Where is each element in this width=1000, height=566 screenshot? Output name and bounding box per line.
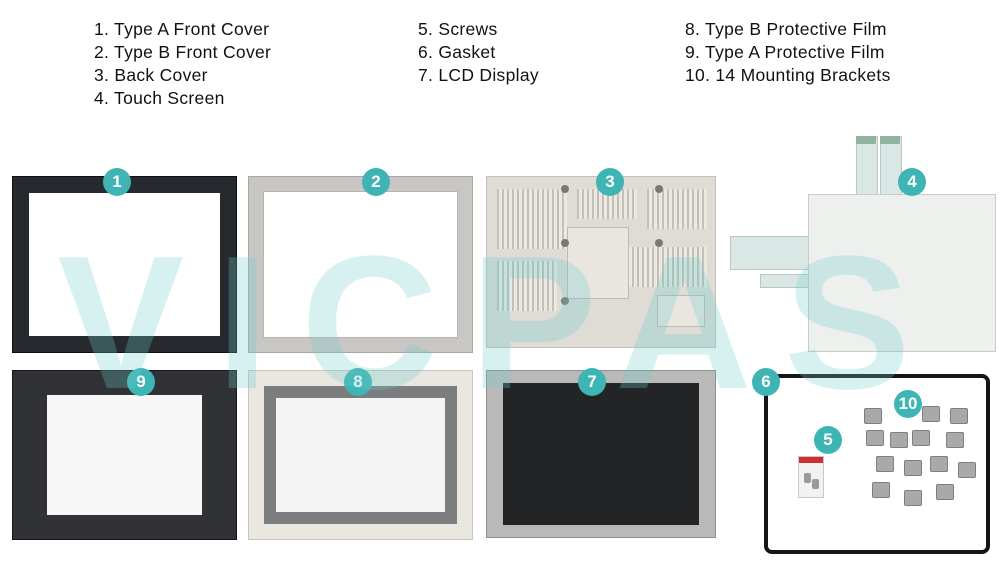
screw: [812, 479, 819, 489]
badge-8: 8: [344, 368, 372, 396]
screw-hole: [655, 239, 663, 247]
front-cover-window: [29, 193, 220, 336]
mounting-bracket: [876, 456, 894, 472]
flex-cable: [730, 236, 812, 270]
film-border: [264, 386, 457, 524]
mounting-bracket: [950, 408, 968, 424]
screw-hole: [561, 297, 569, 305]
mounting-bracket: [904, 490, 922, 506]
back-cover-image: [486, 176, 716, 348]
screws-bag-image: [798, 456, 824, 498]
legend-item: 2. Type B Front Cover: [94, 42, 272, 62]
legend-item: 8. Type B Protective Film: [685, 19, 887, 39]
flex-cable-tail: [880, 136, 900, 144]
legend-item: 7. LCD Display: [418, 65, 539, 85]
vent-grille: [497, 189, 567, 249]
mounting-bracket: [922, 406, 940, 422]
mounting-bracket: [930, 456, 948, 472]
badge-6: 6: [752, 368, 780, 396]
flex-cable-tail: [856, 136, 876, 144]
screw-hole: [561, 239, 569, 247]
type-a-front-cover-image: [12, 176, 237, 353]
touch-panel: [808, 194, 996, 352]
type-a-protective-film-image: [12, 370, 237, 540]
legend-item: 10. 14 Mounting Brackets: [685, 65, 891, 85]
flex-cable: [856, 136, 878, 198]
legend-item: 9. Type A Protective Film: [685, 42, 885, 62]
front-cover-window: [263, 191, 458, 338]
mounting-bracket: [946, 432, 964, 448]
type-b-front-cover-image: [248, 176, 473, 353]
legend-column-1: 1. Type A Front Cover 2. Type B Front Co…: [94, 18, 271, 110]
mounting-bracket: [872, 482, 890, 498]
mounting-bracket: [890, 432, 908, 448]
back-plate: [567, 227, 629, 299]
mounting-bracket: [904, 460, 922, 476]
screw-hole: [655, 185, 663, 193]
flex-cable: [760, 274, 812, 288]
legend-column-2: 5. Screws 6. Gasket 7. LCD Display: [418, 18, 539, 87]
screw-hole: [561, 185, 569, 193]
legend-item: 4. Touch Screen: [94, 88, 225, 108]
lcd-display-image: [486, 370, 716, 538]
badge-4: 4: [898, 168, 926, 196]
badge-10: 10: [894, 390, 922, 418]
mounting-bracket: [936, 484, 954, 500]
back-plate: [657, 295, 705, 327]
touch-screen-image: [730, 136, 996, 352]
badge-3: 3: [596, 168, 624, 196]
legend-item: 1. Type A Front Cover: [94, 19, 270, 39]
mounting-bracket: [866, 430, 884, 446]
badge-7: 7: [578, 368, 606, 396]
bag-tag: [799, 457, 823, 463]
vent-grille: [497, 261, 557, 311]
type-b-protective-film-image: [248, 370, 473, 540]
legend-item: 3. Back Cover: [94, 65, 208, 85]
badge-9: 9: [127, 368, 155, 396]
vent-grille: [627, 247, 707, 287]
film-window: [276, 398, 445, 512]
lcd-screen: [503, 383, 699, 525]
screw: [804, 473, 811, 483]
film-window: [47, 395, 202, 515]
badge-2: 2: [362, 168, 390, 196]
vent-grille: [647, 189, 707, 229]
flex-cable: [880, 136, 902, 198]
badge-1: 1: [103, 168, 131, 196]
mounting-bracket: [912, 430, 930, 446]
badge-5: 5: [814, 426, 842, 454]
legend-column-3: 8. Type B Protective Film 9. Type A Prot…: [685, 18, 891, 87]
mounting-bracket: [864, 408, 882, 424]
mounting-bracket: [958, 462, 976, 478]
legend-item: 5. Screws: [418, 19, 498, 39]
legend-item: 6. Gasket: [418, 42, 496, 62]
